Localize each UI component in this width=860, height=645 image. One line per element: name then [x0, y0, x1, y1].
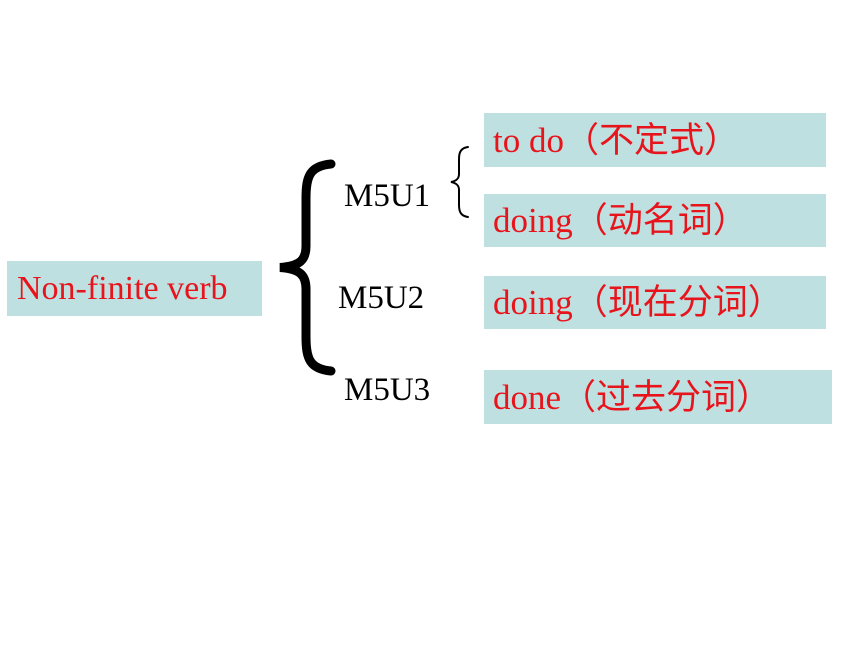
- item-box-doing-gerund: doing（动名词）: [484, 194, 826, 247]
- root-node-box: Non-finite verb: [7, 261, 262, 316]
- item-label-doing-present-participle: doing（现在分词）: [493, 283, 783, 322]
- root-node-label: Non-finite verb: [17, 269, 228, 307]
- branch-label-m5u2: M5U2: [338, 280, 425, 316]
- branch-label-m5u1: M5U1: [344, 178, 431, 214]
- item-box-done: done（过去分词）: [484, 370, 832, 424]
- main-brace: [279, 159, 336, 376]
- item-label-to-do: to do（不定式）: [493, 120, 739, 160]
- item-box-doing-present-participle: doing（现在分词）: [484, 276, 826, 329]
- item-label-doing-gerund: doing（动名词）: [493, 201, 748, 240]
- branch-label-m5u3: M5U3: [344, 372, 431, 408]
- sub-brace-m5u1: [450, 146, 469, 218]
- item-label-done: done（过去分词）: [493, 377, 772, 417]
- item-box-to-do: to do（不定式）: [484, 113, 826, 167]
